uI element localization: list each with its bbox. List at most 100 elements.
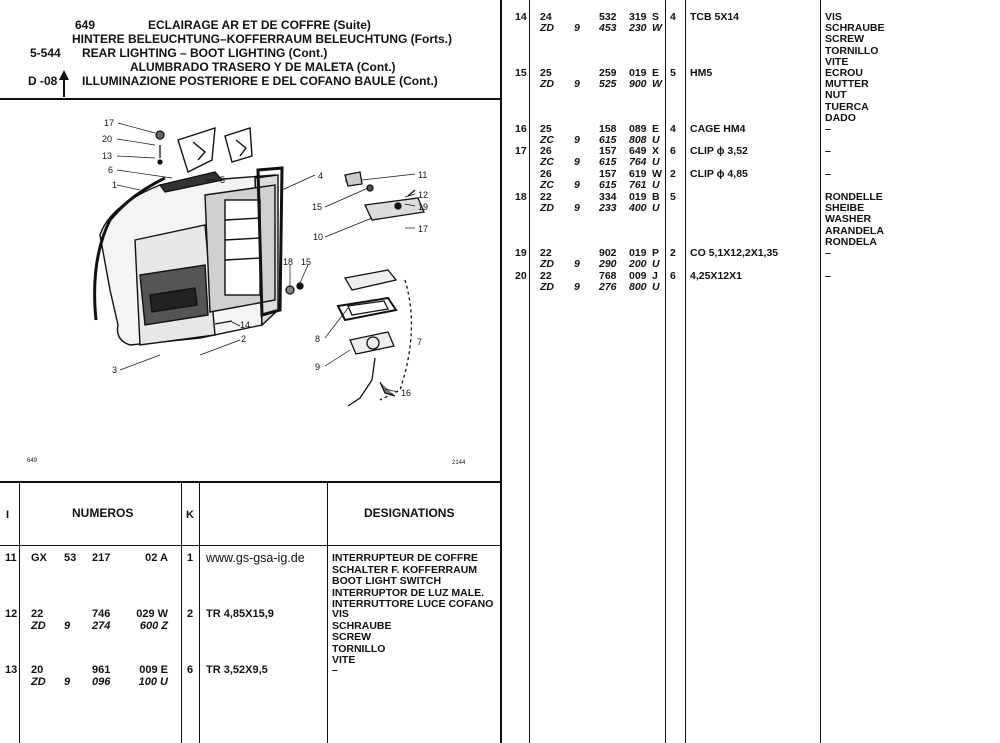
row-index: 18 (515, 191, 527, 203)
part-letter: W (652, 78, 662, 91)
part-prefix: ZD (540, 78, 554, 91)
callout-17: 17 (104, 118, 114, 128)
part-suffix: 764 (629, 156, 647, 169)
col-header-i: I (6, 509, 10, 521)
callout-12: 12 (418, 190, 428, 200)
part-prefix: ZD (31, 619, 46, 632)
designation-line: TORNILLO (332, 642, 386, 655)
row-spec: TCB 5X14 (690, 11, 740, 23)
row-spec: TR 3,52X9,5 (206, 664, 268, 676)
part-suffix: 019 (629, 67, 647, 79)
part-prefix: 25 (540, 67, 552, 79)
right-col-divider-k (685, 0, 686, 743)
part-prefix: 20 (31, 664, 44, 676)
designation-line: WASHER (825, 213, 872, 226)
part-prefix: 26 (540, 145, 552, 157)
part-prefix: ZD (540, 202, 554, 215)
row-qty: 2 (670, 247, 676, 259)
col-divider-k (199, 482, 200, 743)
title-fr: ECLAIRAGE AR ET DE COFFRE (Suite) (148, 18, 371, 32)
part-group: 53 (64, 552, 77, 564)
part-group: 9 (574, 179, 580, 192)
row-spec: 4,25X12X1 (690, 270, 742, 282)
leader-lines (116, 122, 416, 393)
part-group: 9 (574, 78, 580, 91)
part-suffix: 900 (629, 78, 647, 91)
row-spec: HM5 (690, 67, 713, 79)
callout-11: 11 (418, 170, 427, 180)
row-qty: 5 (670, 191, 676, 203)
callout-16: 16 (401, 388, 411, 398)
designation-line: TUERCA (825, 100, 869, 113)
callout-labels: 17 20 13 6 1 5 4 11 12 19 15 10 17 18 15… (27, 118, 466, 466)
part-group: 9 (574, 22, 580, 35)
designation-line: – (825, 168, 831, 180)
part-letter: B (652, 191, 660, 203)
tail-lamp-drawing (93, 127, 284, 346)
col-divider-i (19, 482, 20, 743)
designation-line: INTERRUPTEUR DE COFFRE (332, 552, 478, 564)
col-header-designations: DESIGNATIONS (364, 506, 455, 520)
designation-line: – (825, 270, 831, 282)
part-suffix: 200 (629, 258, 647, 271)
section-code: D -08 (28, 74, 58, 88)
part-letter: E (652, 123, 660, 135)
row-qty: 1 (187, 552, 194, 564)
callout-4: 4 (318, 171, 323, 181)
part-prefix: ZD (540, 258, 554, 271)
part-main: 615 (599, 134, 617, 147)
ref-code: 5-544 (30, 46, 61, 60)
part-group: 9 (574, 281, 580, 294)
part-letter: U (652, 258, 660, 271)
part-suffix: 029 W (136, 608, 168, 620)
right-col-divider-i (529, 0, 530, 743)
row-index: 20 (515, 270, 527, 282)
arrow-up-icon (58, 70, 70, 98)
row-index: 14 (515, 11, 527, 23)
part-letter: S (652, 11, 660, 23)
row-spec: CO 5,1X12,2X1,35 (690, 247, 779, 259)
row-index: 13 (5, 664, 18, 676)
part-suffix: 100 U (138, 675, 168, 688)
designation-line: VIS (332, 608, 349, 620)
part-prefix: 22 (31, 608, 44, 620)
part-prefix: 24 (540, 11, 552, 23)
part-main: 961 (92, 664, 111, 676)
part-letter: P (652, 247, 660, 259)
row-qty: 2 (670, 168, 676, 180)
part-prefix: 22 (540, 247, 552, 259)
designation-line: – (825, 247, 831, 259)
callout-6: 6 (108, 165, 113, 175)
designation-line: SCREW (332, 631, 372, 644)
part-letter: W (652, 168, 662, 180)
part-group: 9 (574, 202, 580, 215)
designation-line: MUTTER (825, 78, 869, 91)
row-index: 19 (515, 247, 527, 259)
part-main: 233 (599, 202, 617, 215)
part-suffix: 800 (629, 281, 647, 294)
part-main: 334 (599, 191, 617, 203)
part-prefix: GX (31, 552, 47, 564)
designation-line: NUT (825, 89, 847, 102)
part-main: 615 (599, 179, 617, 192)
header-divider (0, 98, 502, 100)
designation-line: INTERRUPTOR DE LUZ MALE. (332, 586, 485, 599)
part-main: 768 (599, 270, 617, 282)
diagram-footer-left: 649 (27, 458, 38, 464)
designation-line: SCREW (825, 33, 865, 46)
exploded-diagram: 17 20 13 6 1 5 4 11 12 19 15 10 17 18 15… (27, 118, 466, 466)
part-main: 096 (92, 675, 111, 688)
row-spec: www.gs-gsa-ig.de (206, 551, 305, 565)
row-qty: 6 (670, 145, 676, 157)
part-letter: U (652, 179, 660, 192)
part-suffix: 019 (629, 247, 647, 259)
designation-line: TORNILLO (825, 44, 879, 57)
title-it: ILLUMINAZIONE POSTERIORE E DEL COFANO BA… (82, 74, 438, 88)
part-main: 276 (599, 281, 617, 294)
row-qty: 2 (187, 608, 194, 620)
designation-line: DADO (825, 111, 856, 124)
part-prefix: ZD (31, 675, 46, 688)
part-suffix: 319 (629, 11, 647, 23)
part-suffix: 009 (629, 270, 647, 282)
callout-13: 13 (102, 151, 112, 161)
